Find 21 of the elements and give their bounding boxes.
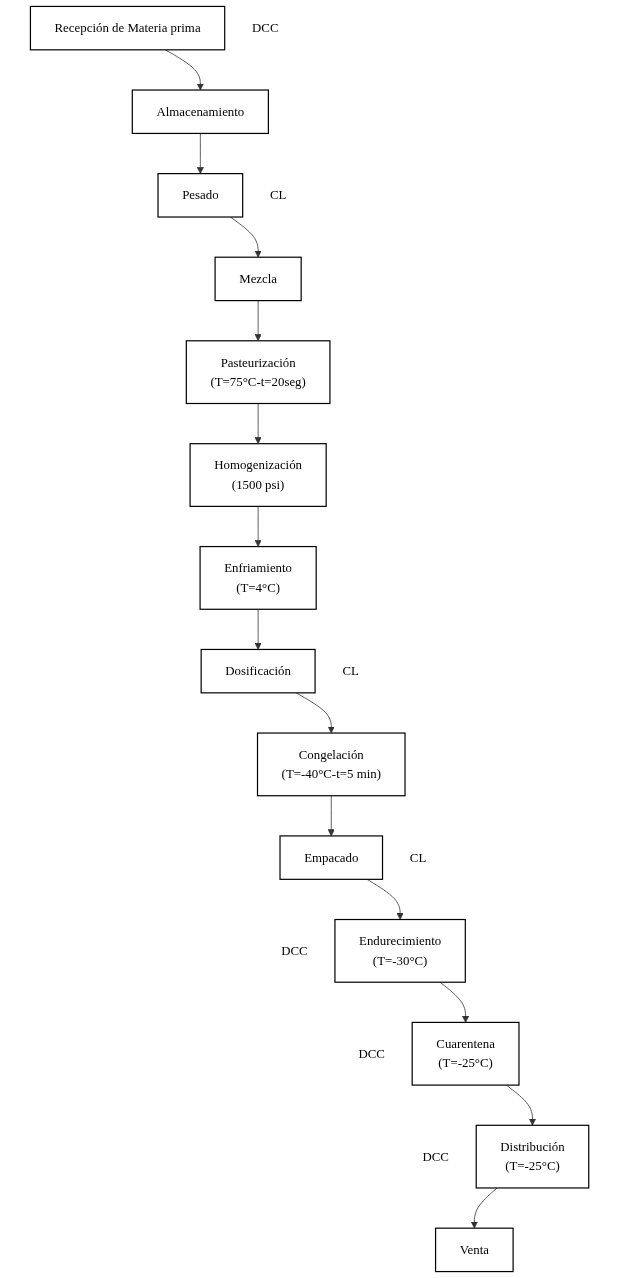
node-label: CL [409, 850, 427, 865]
node-box: Almacenamiento [131, 89, 269, 135]
node-box: Pasteurización (T=75°C-t=20seg) [185, 340, 331, 405]
node-box: Homogenización (1500 psi) [189, 443, 327, 507]
node-box: Recepción de Materia prima [29, 5, 226, 51]
node-box: Venta [434, 1227, 514, 1273]
node-label: CL [269, 188, 287, 202]
node-label: CL [342, 663, 359, 678]
node-box: Mezcla [214, 256, 302, 302]
node-box: Dosificación [200, 648, 316, 694]
node-box: Pesado [157, 173, 244, 218]
node-label: DCC [422, 1149, 449, 1164]
node-label: DCC [251, 20, 279, 35]
node-box: Distribución (T=-25°C) [475, 1124, 590, 1189]
node-box: Cuarentena (T=-25°C) [411, 1021, 520, 1086]
node-label: DCC [281, 943, 308, 958]
node-box: Empacado [279, 835, 384, 880]
node-box: Endurecimiento (T=-30°C) [334, 918, 466, 983]
node-label: DCC [358, 1046, 385, 1061]
node-box: Enfriamiento (T=4°C) [199, 545, 317, 610]
node-box: Congelación (T=-40°C-t=5 min) [256, 732, 406, 797]
